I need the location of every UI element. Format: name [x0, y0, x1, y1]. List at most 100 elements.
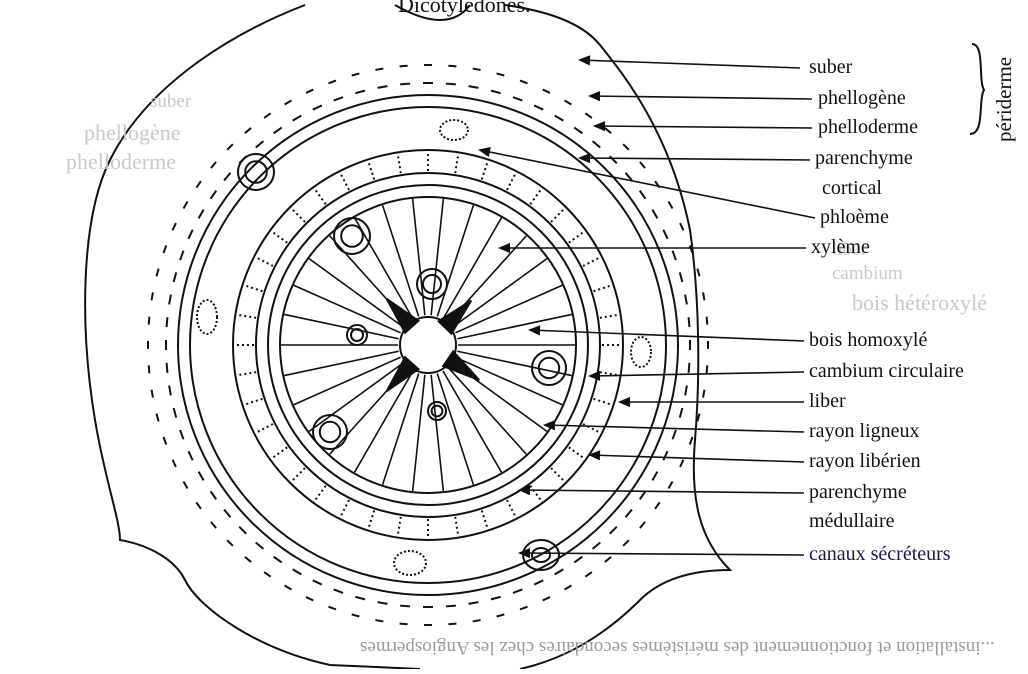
suber-mark [555, 116, 564, 121]
suber-mark [167, 363, 168, 373]
vessel-cell [351, 329, 363, 341]
suber-mark [256, 542, 264, 548]
phloem-ray [530, 188, 542, 204]
phloem-ray [455, 517, 458, 537]
xylem-ray [413, 375, 425, 491]
leader-line [590, 372, 804, 376]
ghost-suber: suber [150, 92, 191, 111]
leader-line [590, 455, 804, 462]
leader-line [580, 60, 800, 68]
suber-mark [169, 295, 171, 305]
suber-mark [211, 191, 217, 199]
label-parenchyme-medullaire-line2: médullaire [809, 511, 895, 531]
label-rayon-ligneux: rayon ligneux [809, 421, 920, 441]
xylem-ray [309, 259, 404, 328]
suber-mark [188, 451, 192, 460]
suber-mark [227, 540, 233, 546]
suber-mark [625, 510, 631, 518]
suber-mark [334, 97, 343, 100]
suber-mark [328, 81, 336, 84]
leader-line [595, 126, 812, 128]
vessel-cell [320, 422, 340, 442]
suber-mark [610, 527, 617, 534]
suber-mark [640, 162, 645, 168]
label-xyleme: xylème [811, 237, 870, 257]
label-bois-homoxyle: bois homoxylé [809, 330, 927, 350]
suber-mark [211, 162, 216, 168]
phloem-ray [530, 486, 542, 502]
suber-mark [149, 365, 150, 373]
suber-mark [285, 585, 292, 589]
xylem-ray [455, 285, 562, 333]
suber-mark [274, 557, 282, 563]
suber-mark [211, 522, 216, 528]
suber-mark [623, 144, 629, 150]
label-periderme-group: périderme [992, 57, 1017, 142]
phloem-ray [255, 257, 273, 266]
phloem-ray [236, 372, 256, 375]
suber-mark [668, 482, 672, 489]
suber-mark [152, 390, 153, 398]
xylem-ray [355, 371, 414, 472]
suber-mark [623, 540, 629, 546]
suber-mark [672, 430, 675, 439]
xylem-ray [309, 363, 404, 432]
suber-mark [680, 460, 683, 467]
leader-arrowhead [595, 122, 604, 130]
label-cambium-circulaire: cambium circulaire [809, 361, 964, 381]
suber-mark [224, 173, 230, 181]
leader-arrowhead [520, 549, 529, 557]
suber-mark [313, 105, 322, 109]
suber-mark [157, 414, 159, 422]
suber-mark [256, 141, 264, 147]
suber-mark [224, 510, 230, 518]
ghost-phelloderme: phelloderme [66, 151, 176, 173]
suber-mark [680, 223, 683, 230]
leader-arrowhead [480, 148, 490, 156]
phloem-ray [569, 231, 585, 243]
suber-mark [593, 141, 601, 147]
xylem-ray [413, 199, 425, 315]
leader-arrowhead [520, 486, 529, 494]
suber-mark [264, 572, 271, 577]
suber-mark [199, 210, 204, 219]
suber-mark [180, 430, 183, 439]
xylem-ray [455, 357, 562, 405]
xylem-ray [284, 351, 398, 375]
suber-mark [593, 542, 601, 548]
suber-mark [513, 589, 522, 592]
vessel-cell [423, 275, 441, 293]
label-parenchyme-cortical-line1: parenchyme [815, 148, 913, 168]
suber-mark [188, 230, 192, 239]
suber-mark [543, 597, 550, 600]
ghost-bois-heteroxyle: bois hétéroxylé [852, 292, 987, 314]
vessel-cell [539, 358, 559, 378]
suber-mark [672, 251, 675, 260]
xylem-ray [294, 357, 401, 405]
suber-mark [707, 365, 708, 373]
label-phelloderme: phelloderme [818, 117, 918, 137]
suber-mark [306, 597, 313, 600]
suber-mark [491, 597, 501, 600]
suber-mark [565, 101, 572, 105]
xylem-ray [457, 314, 571, 338]
suber-mark [469, 602, 479, 604]
suber-mark [355, 91, 365, 94]
phloem-ray [398, 153, 401, 173]
label-rayon-liberien: rayon libérien [809, 451, 921, 471]
suber-mark [446, 84, 456, 85]
suber-mark [652, 472, 657, 481]
suber-mark [689, 363, 690, 373]
vessel-cell [238, 154, 274, 190]
suber-mark [293, 569, 302, 574]
suber-mark [174, 272, 177, 282]
suber-mark [685, 386, 687, 396]
suber-mark [469, 86, 479, 88]
phloem-ray [291, 208, 305, 222]
suber-mark [239, 527, 246, 534]
phloem-ray [236, 315, 256, 318]
label-phellogene: phellogène [818, 88, 906, 108]
suber-mark [196, 181, 201, 188]
xylem-ray [452, 259, 547, 328]
